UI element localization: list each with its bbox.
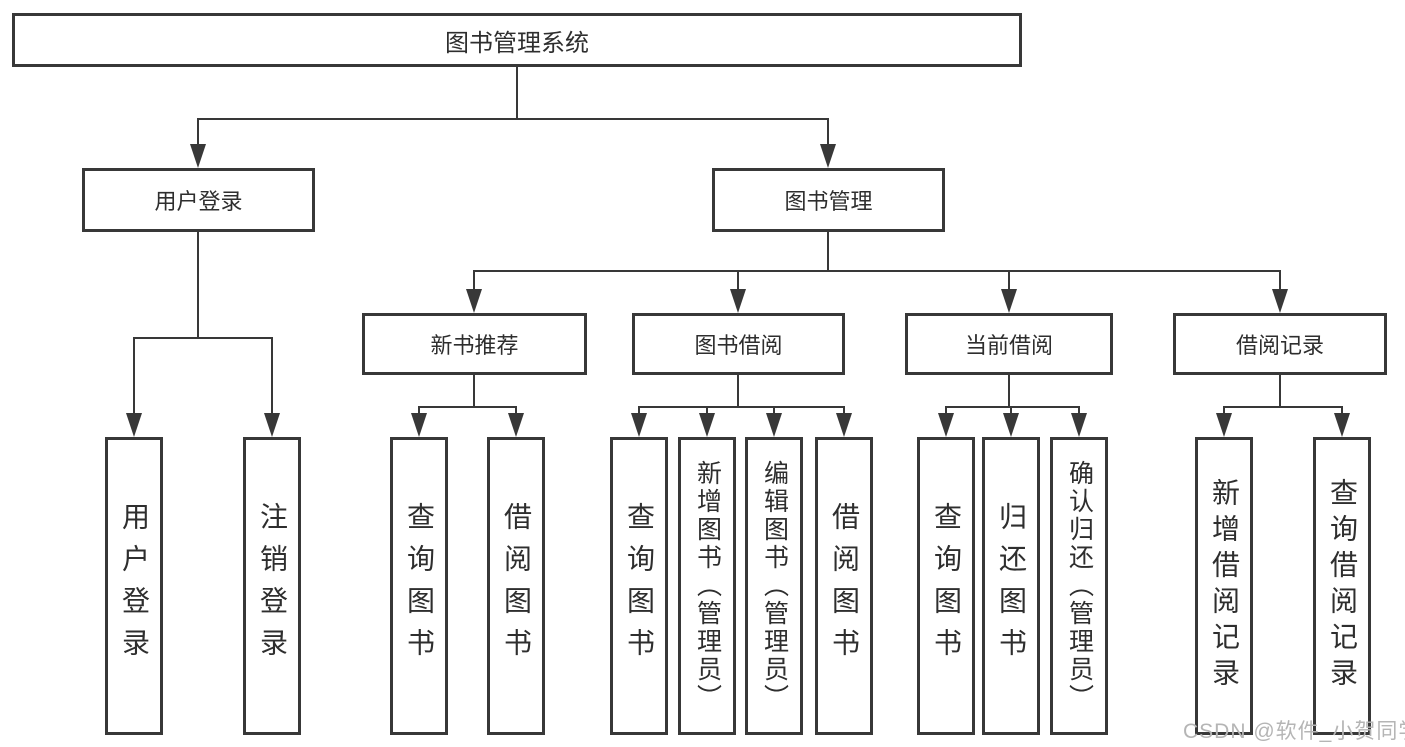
- arrowhead-icon: [190, 144, 206, 168]
- connector-line: [1008, 270, 1010, 291]
- connector-line: [945, 406, 947, 415]
- node-new-book-recommend: 新书推荐: [362, 313, 587, 375]
- connector-line: [197, 118, 199, 146]
- connector-line: [1078, 406, 1080, 415]
- leaf-borrow-books: 借阅图书: [815, 437, 873, 735]
- arrowhead-icon: [730, 289, 746, 313]
- arrowhead-icon: [126, 413, 142, 437]
- arrowhead-icon: [411, 413, 427, 437]
- connector-line: [418, 406, 517, 408]
- arrowhead-icon: [1071, 413, 1087, 437]
- leaf-query-borrow-record: 查询借阅记录: [1313, 437, 1371, 735]
- arrowhead-icon: [836, 413, 852, 437]
- arrowhead-icon: [820, 144, 836, 168]
- connector-line: [1010, 406, 1012, 415]
- leaf-label: 查询图书: [931, 502, 962, 670]
- connector-line: [1279, 270, 1281, 291]
- leaf-label: 确认归还（管理员）: [1065, 460, 1094, 712]
- connector-line: [638, 406, 845, 408]
- leaf-user-login: 用户登录: [105, 437, 163, 735]
- leaf-logout-login: 注销登录: [243, 437, 301, 735]
- connector-line: [515, 406, 517, 415]
- arrowhead-icon: [938, 413, 954, 437]
- node-user-login: 用户登录: [82, 168, 315, 232]
- connector-line: [473, 270, 475, 291]
- connector-line: [638, 406, 640, 415]
- arrowhead-icon: [1003, 413, 1019, 437]
- leaf-label: 用户登录: [119, 502, 150, 670]
- leaf-label: 新增借阅记录: [1209, 478, 1240, 694]
- node-current-borrow: 当前借阅: [905, 313, 1113, 375]
- arrowhead-icon: [466, 289, 482, 313]
- connector-line: [418, 406, 420, 415]
- leaf-label: 借阅图书: [501, 502, 532, 670]
- node-book-management: 图书管理: [712, 168, 945, 232]
- arrowhead-icon: [264, 413, 280, 437]
- arrowhead-icon: [766, 413, 782, 437]
- leaf-recommend-borrow-books: 借阅图书: [487, 437, 545, 735]
- leaf-recommend-query-books: 查询图书: [390, 437, 448, 735]
- node-label: 图书管理: [784, 189, 873, 214]
- connector-line: [706, 406, 708, 415]
- node-label: 新书推荐: [430, 333, 519, 358]
- leaf-label: 归还图书: [996, 502, 1027, 670]
- leaf-label: 借阅图书: [829, 502, 860, 670]
- connector-line: [133, 337, 273, 339]
- leaf-label: 查询图书: [404, 502, 435, 670]
- connector-line: [473, 270, 1281, 272]
- leaf-label: 编辑图书（管理员）: [760, 460, 789, 712]
- arrowhead-icon: [1334, 413, 1350, 437]
- connector-line: [1008, 375, 1010, 406]
- connector-line: [737, 375, 739, 406]
- node-label: 图书管理系统: [445, 29, 589, 57]
- connector-line: [1279, 375, 1281, 406]
- leaf-edit-books-admin: 编辑图书（管理员）: [745, 437, 803, 735]
- arrowhead-icon: [1272, 289, 1288, 313]
- leaf-confirm-return-admin: 确认归还（管理员）: [1050, 437, 1108, 735]
- leaf-add-books-admin: 新增图书（管理员）: [678, 437, 736, 735]
- arrowhead-icon: [1216, 413, 1232, 437]
- leaf-add-borrow-record: 新增借阅记录: [1195, 437, 1253, 735]
- connector-line: [1223, 406, 1225, 415]
- leaf-label: 新增图书（管理员）: [693, 460, 722, 712]
- connector-line: [1341, 406, 1343, 415]
- connector-line: [827, 232, 829, 270]
- arrowhead-icon: [1001, 289, 1017, 313]
- node-book-borrow: 图书借阅: [632, 313, 845, 375]
- arrowhead-icon: [699, 413, 715, 437]
- arrowhead-icon: [631, 413, 647, 437]
- connector-line: [737, 270, 739, 291]
- node-label: 图书借阅: [694, 333, 783, 358]
- connector-line: [516, 67, 518, 118]
- connector-line: [133, 337, 135, 415]
- leaf-current-query-books: 查询图书: [917, 437, 975, 735]
- connector-line: [197, 118, 829, 120]
- leaf-label: 查询图书: [624, 502, 655, 670]
- connector-line: [1223, 406, 1343, 408]
- connector-line: [843, 406, 845, 415]
- node-label: 借阅记录: [1235, 333, 1324, 358]
- connector-line: [945, 406, 1080, 408]
- csdn-watermark: CSDN @软件_小贺同学: [1183, 720, 1405, 743]
- node-label: 当前借阅: [964, 333, 1053, 358]
- connector-line: [827, 118, 829, 146]
- leaf-return-books: 归还图书: [982, 437, 1040, 735]
- connector-line: [473, 375, 475, 406]
- node-label: 用户登录: [154, 189, 243, 214]
- connector-line: [271, 337, 273, 415]
- connector-line: [197, 232, 199, 337]
- connector-line: [773, 406, 775, 415]
- leaf-label: 查询借阅记录: [1327, 478, 1358, 694]
- node-borrow-records: 借阅记录: [1173, 313, 1387, 375]
- leaf-borrow-query-books: 查询图书: [610, 437, 668, 735]
- leaf-label: 注销登录: [257, 502, 288, 670]
- arrowhead-icon: [508, 413, 524, 437]
- node-library-management-system: 图书管理系统: [12, 13, 1022, 67]
